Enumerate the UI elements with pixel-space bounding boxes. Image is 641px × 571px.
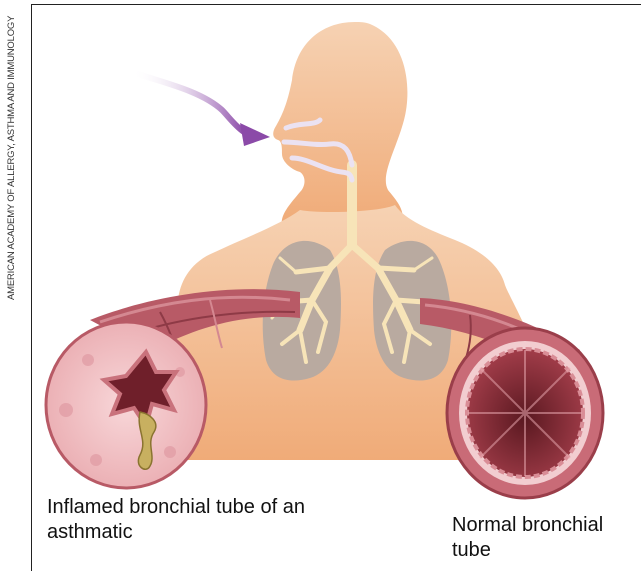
inflamed-tube-label: Inflamed bronchial tube of an asthmatic (47, 495, 307, 545)
normal-bronchial-tube (420, 298, 603, 498)
inhale-arrow-icon (132, 72, 270, 146)
normal-tube-label: Normal bronchial tube (452, 513, 632, 563)
